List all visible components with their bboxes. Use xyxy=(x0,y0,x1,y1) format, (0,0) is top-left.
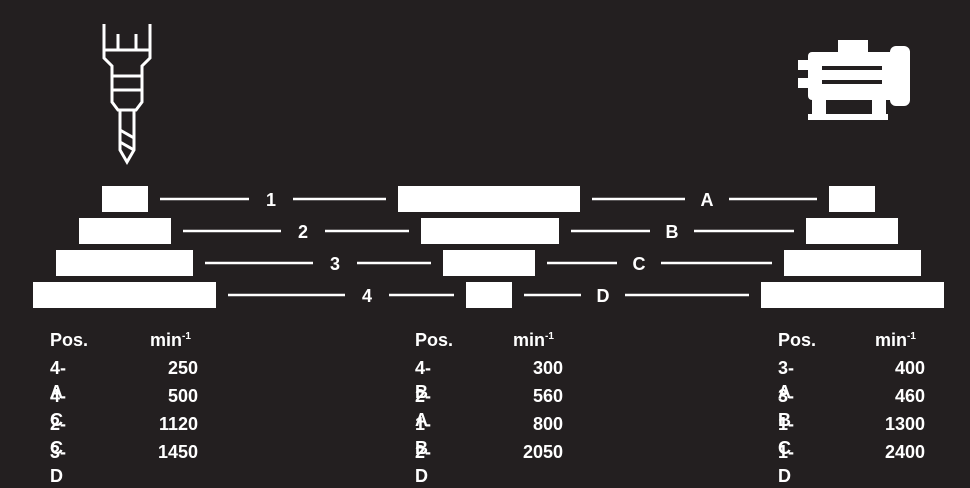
pos-cell: 3-B xyxy=(778,386,795,430)
drill-pulley-step-2 xyxy=(79,218,171,244)
motor-pulley-step-3 xyxy=(784,250,921,276)
pos-cell: 4-A xyxy=(50,358,67,402)
speed-header-unit: min xyxy=(150,330,183,350)
speed-cell: 500 xyxy=(167,386,198,406)
countershaft-pulley-step-1 xyxy=(398,186,580,212)
pos-cell: 4-C xyxy=(50,386,67,430)
drill-icon xyxy=(102,24,152,165)
speed-cell: 2050 xyxy=(522,442,563,462)
motor-step-label: B xyxy=(666,222,679,242)
pos-cell: 2-C xyxy=(50,414,67,458)
pos-header: Pos. xyxy=(778,330,817,350)
speed-cell: 1450 xyxy=(157,442,198,462)
pos-header: Pos. xyxy=(415,330,454,350)
speed-cell: 250 xyxy=(167,358,198,378)
speed-cell: 460 xyxy=(894,386,925,406)
pos-cell: 2-A xyxy=(415,386,432,430)
speed-header: min-1 xyxy=(875,328,937,352)
speed-header-exponent: -1 xyxy=(182,331,191,342)
pulley-stack xyxy=(33,186,944,308)
pos-cell: 4-B xyxy=(415,358,432,402)
pos-header: Pos. xyxy=(50,330,89,350)
countershaft-pulley-step-4 xyxy=(466,282,512,308)
drill-step-label: 3 xyxy=(330,254,340,274)
drill-step-label: 4 xyxy=(362,286,372,306)
pos-cell: 1-D xyxy=(778,442,795,486)
motor-step-label: D xyxy=(597,286,610,306)
motor-pulley-step-4 xyxy=(761,282,944,308)
speed-cell: 300 xyxy=(532,358,563,378)
speed-header: min-1 xyxy=(150,328,212,352)
pulley-diagram: 1 A 2 B 3 C 4 D xyxy=(33,24,944,308)
drill-step-label: 2 xyxy=(298,222,308,242)
drill-pulley-step-3 xyxy=(56,250,193,276)
speed-cell: 400 xyxy=(894,358,925,378)
pos-cell: 2-D xyxy=(415,442,432,486)
countershaft-pulley-step-2 xyxy=(421,218,559,244)
motor-icon xyxy=(798,40,910,120)
speed-cell: 1300 xyxy=(884,414,925,434)
pos-cell: 1-C xyxy=(778,414,795,458)
pos-cell: 3-A xyxy=(778,358,795,402)
drill-step-label: 1 xyxy=(266,190,276,210)
speed-header: min-1 xyxy=(513,328,575,352)
pos-cell: 3-D xyxy=(50,442,67,486)
speed-header-unit: min xyxy=(875,330,908,350)
speed-header-exponent: -1 xyxy=(545,331,554,342)
speed-cell: 1120 xyxy=(158,414,198,434)
motor-pulley-step-1 xyxy=(829,186,875,212)
speed-cell: 560 xyxy=(532,386,563,406)
countershaft-pulley-step-3 xyxy=(443,250,535,276)
speed-header-unit: min xyxy=(513,330,546,350)
speed-cell: 2400 xyxy=(884,442,925,462)
belt-lines: 1 A 2 B 3 C 4 D xyxy=(160,190,817,306)
pos-cell: 1-B xyxy=(415,414,432,458)
drill-pulley-step-4 xyxy=(33,282,216,308)
speed-header-exponent: -1 xyxy=(907,331,916,342)
speed-cell: 800 xyxy=(532,414,563,434)
motor-step-label: C xyxy=(633,254,646,274)
motor-pulley-step-2 xyxy=(806,218,898,244)
drill-pulley-step-1 xyxy=(102,186,148,212)
motor-step-label: A xyxy=(701,190,714,210)
